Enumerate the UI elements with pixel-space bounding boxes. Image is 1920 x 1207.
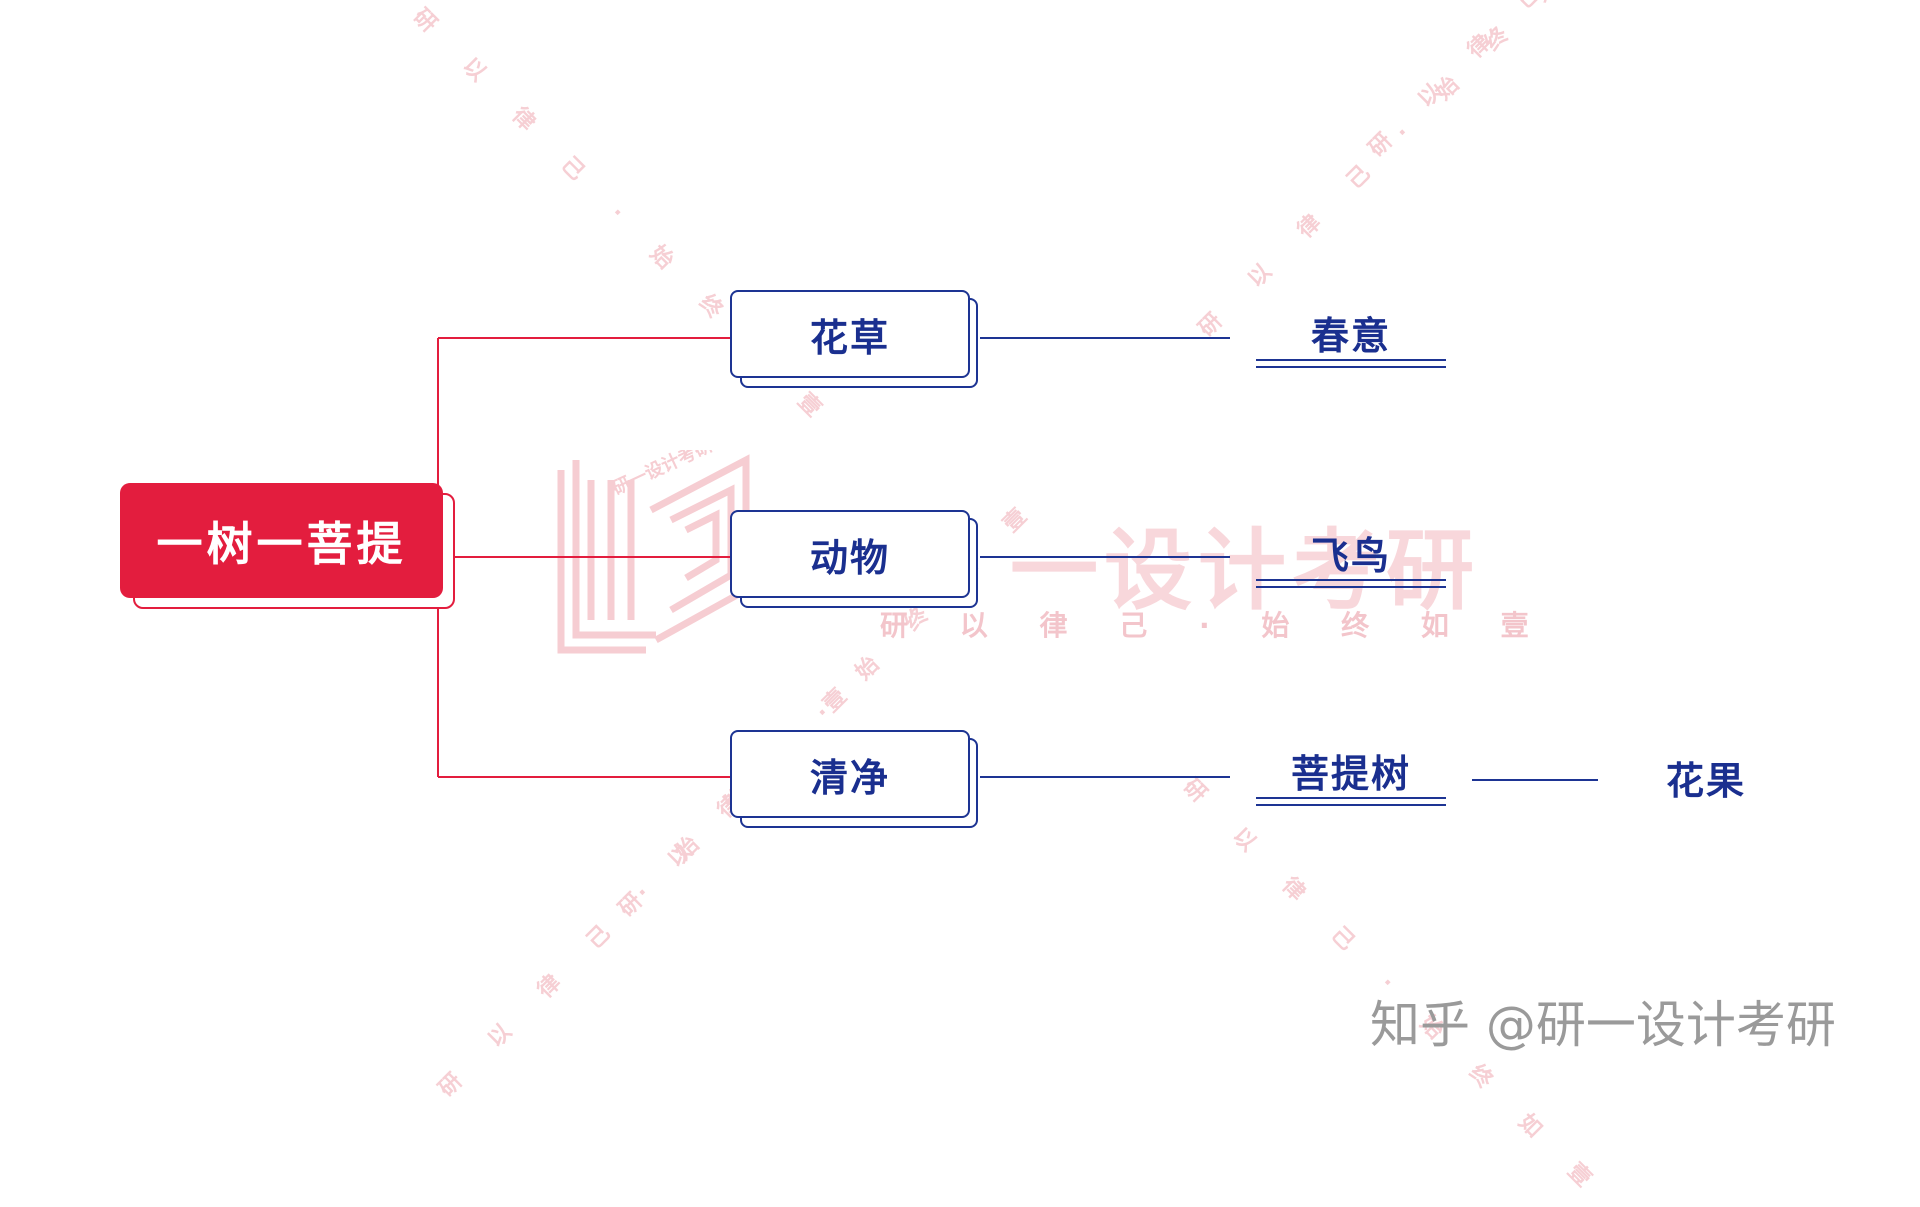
credit: 知乎 @研一设计考研 [1370, 985, 1836, 1057]
watermark-brand: 一设计考研 [1010, 519, 1481, 622]
root-node: 一树一菩提 [120, 483, 443, 598]
child-label-3: 菩提树 [1290, 752, 1411, 796]
credit-platform: 知乎 [1370, 996, 1470, 1054]
branch-node-3: 清净 [730, 730, 970, 818]
underline-child-3 [1256, 797, 1446, 806]
branch-node-1: 花草 [730, 290, 970, 378]
child-label-1: 春意 [1310, 314, 1391, 358]
child-label-2: 飞鸟 [1310, 534, 1391, 578]
credit-handle: @研一设计考研 [1485, 996, 1836, 1054]
branch-node-2: 动物 [730, 510, 970, 598]
grandchild-label: 花果 [1666, 759, 1747, 803]
watermark-motto-center: 研 以 律 己 · 始 终 如 壹 [880, 609, 1550, 642]
underline-child-1 [1256, 359, 1446, 368]
underline-child-2 [1256, 579, 1446, 588]
